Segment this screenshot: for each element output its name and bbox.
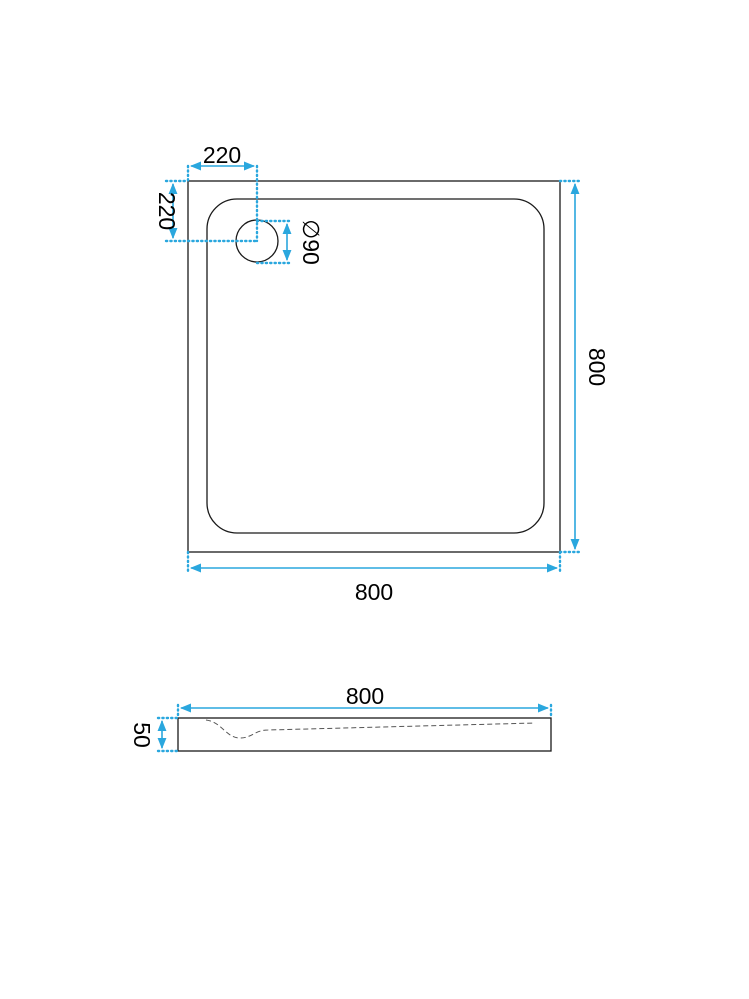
dimension-label-height: 800 xyxy=(584,348,610,386)
dimension-label-width: 800 xyxy=(355,579,393,605)
dimension-label-drain-x: 220 xyxy=(203,142,241,168)
dimension-label-side-width: 800 xyxy=(346,683,384,709)
dimension-label-drain-diameter: ∅90 xyxy=(298,219,324,265)
tray-side-outline xyxy=(177,717,552,752)
top-view: 220 220 ∅90 800 800 xyxy=(154,142,610,605)
dimension-label-side-height: 50 xyxy=(129,722,155,748)
drain-profile-dashed xyxy=(205,719,536,739)
tray-outer-outline xyxy=(187,180,561,553)
dimension-label-drain-y: 220 xyxy=(154,192,180,230)
side-view: 800 50 xyxy=(129,683,553,753)
tray-inner-basin xyxy=(206,198,545,534)
